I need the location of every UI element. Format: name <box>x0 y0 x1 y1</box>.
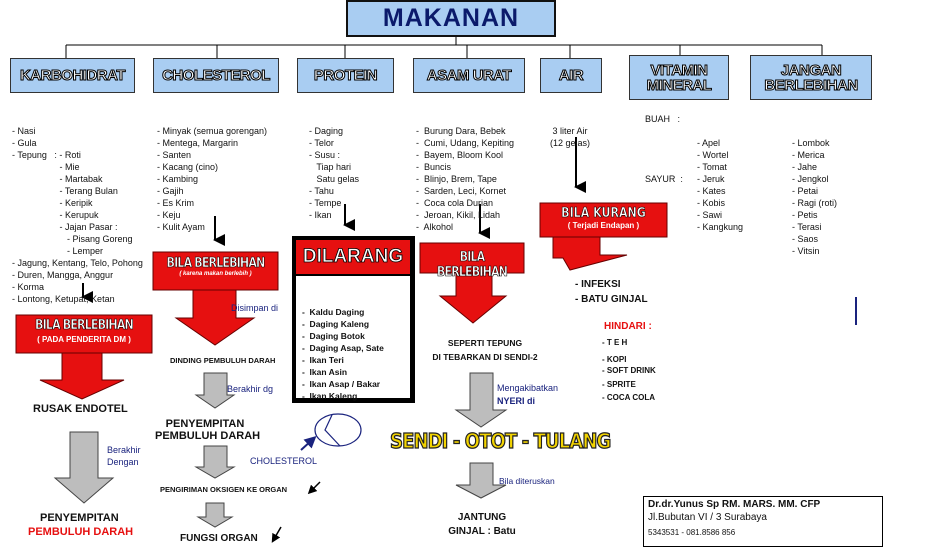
hindari-item: - SPRITE <box>602 380 636 389</box>
category-karbohidrat: KARBOHIDRAT <box>10 58 135 93</box>
ditebarkan: DI TEBARKAN DI SENDI-2 <box>432 352 538 362</box>
asam-urat-list: - Burung Dara, Bebek- Cumi, Udang, Kepit… <box>416 126 515 232</box>
disimpan-label: Disimpan di <box>231 303 279 313</box>
vitamin-sayur-label: SAYUR : <box>645 174 683 184</box>
diteruskan-label: Bila diteruskan <box>499 476 555 486</box>
cholesterol-list: - Minyak (semua gorengan)- Mentega, Marg… <box>157 126 268 232</box>
chol-callout: BILA BERLEBIHAN ( karena makan berlebih … <box>166 256 265 277</box>
mengakibatkan-label: Mengakibatkan <box>497 383 559 393</box>
cholesterol-vessel-icon <box>314 413 362 447</box>
author-name: Dr.dr.Yunus Sp RM. MARS. MM. CFP <box>648 499 821 510</box>
chol-gray-arrow-2 <box>194 445 236 479</box>
ginjal-batu: GINJAL : Batu <box>448 526 516 537</box>
hindari-item: - SOFT DRINK <box>602 366 656 375</box>
dinding-pembuluh: DINDING PEMBULUH DARAH <box>170 356 276 365</box>
dilarang-list: - Kaldu Daging- Daging Kaleng- Daging Bo… <box>302 307 384 401</box>
nyeri-label: NYERI di <box>497 396 536 406</box>
asam-callout-arrow <box>438 272 508 324</box>
hindari-item: - COCA COLA <box>602 393 656 402</box>
hindari-title: HINDARI : <box>604 321 652 332</box>
karbohidrat-list: - Nasi- Gula- Tepung : - Roti - Mie - Ma… <box>12 126 143 304</box>
down-arrows <box>81 137 586 303</box>
karbo-callout-box <box>15 314 153 354</box>
karbo-final-2: PEMBULUH DARAH <box>28 526 134 538</box>
chol-gray-arrow-3 <box>196 502 234 528</box>
decrease-arrow-icon <box>271 526 282 543</box>
dilarang-title: DILARANG <box>296 240 410 276</box>
protein-list: - Daging- Telor- Susu : Tiap hari Satu g… <box>309 126 360 220</box>
rusak-endotel: RUSAK ENDOTEL <box>33 403 128 415</box>
jangan-list: - Lombok- Merica- Jahe- Jengkol- Petai- … <box>792 138 838 256</box>
hindari-item: - T E H <box>602 338 628 347</box>
air-callout: BILA KURANG ( Terjadi Endapan ) <box>561 206 646 230</box>
vitamin-buah-label: BUAH : <box>645 114 681 124</box>
cholesterol-pointer-arrow <box>300 435 317 451</box>
category-cholesterol: CHOLESTEROL <box>153 58 279 93</box>
berakhir-dg-label: Berakhir dg <box>227 384 274 394</box>
jantung: JANTUNG <box>457 512 507 523</box>
air-callout-box <box>539 202 668 238</box>
vitamin-list: - Apel- Wortel- Tomat- Jeruk- Kates- Kob… <box>697 138 744 232</box>
karbo-callout: BILA BERLEBIHAN ( PADA PENDERITA DM ) <box>35 318 134 344</box>
pengiriman-oksigen: PENGIRIMAN OKSIGEN KE ORGAN <box>160 485 288 494</box>
category-air: AIR <box>540 58 602 93</box>
karbo-final-1: PENYEMPITAN <box>40 512 119 524</box>
author-address: Jl.Bubutan VI / 3 Surabaya <box>648 512 767 523</box>
fungsi-organ: FUNGSI ORGAN <box>180 533 258 544</box>
air-result-2: - BATU GINJAL <box>575 294 648 305</box>
asam-callout: BILA BERLEBIHAN <box>436 250 509 281</box>
asam-callout-box <box>419 242 525 274</box>
seperti-tepung: SEPERTI TEPUNG <box>447 338 523 348</box>
dilarang-box: DILARANG - Kaldu Daging- Daging Kaleng- … <box>292 236 415 403</box>
karbo-callout-arrow <box>39 352 125 400</box>
side-mark <box>855 297 857 325</box>
asam-gray-arrow-1 <box>454 372 508 428</box>
author-phone: 5343531 - 081.8586 856 <box>648 528 736 537</box>
tree-lines <box>65 36 823 58</box>
chol-gray-arrow-1 <box>194 372 236 409</box>
air-result-1: - INFEKSI <box>575 279 621 290</box>
sendi-otot-tulang: SENDI - OTOT - TULANG <box>389 428 611 453</box>
category-protein: PROTEIN <box>297 58 394 93</box>
asam-gray-arrow-2 <box>455 462 507 499</box>
category-jangan-berlebihan: JANGAN BERLEBIHAN <box>750 55 872 100</box>
cholesterol-label: CHOLESTEROL <box>250 456 318 466</box>
page-title: MAKANAN <box>346 0 556 37</box>
author-signature-box: Dr.dr.Yunus Sp RM. MARS. MM. CFP Jl.Bubu… <box>643 496 883 547</box>
chol-callout-arrow <box>174 289 256 346</box>
air-list: 3 liter Air(12 gelas) <box>550 126 591 148</box>
decrease-arrow-icon <box>307 481 321 495</box>
air-callout-arrow <box>552 236 628 271</box>
category-vitamin-mineral: VITAMIN MINERAL <box>629 55 729 100</box>
karbo-gray-arrow <box>53 431 115 504</box>
hindari-item: - KOPI <box>602 355 627 364</box>
category-asam-urat: ASAM URAT <box>413 58 525 93</box>
